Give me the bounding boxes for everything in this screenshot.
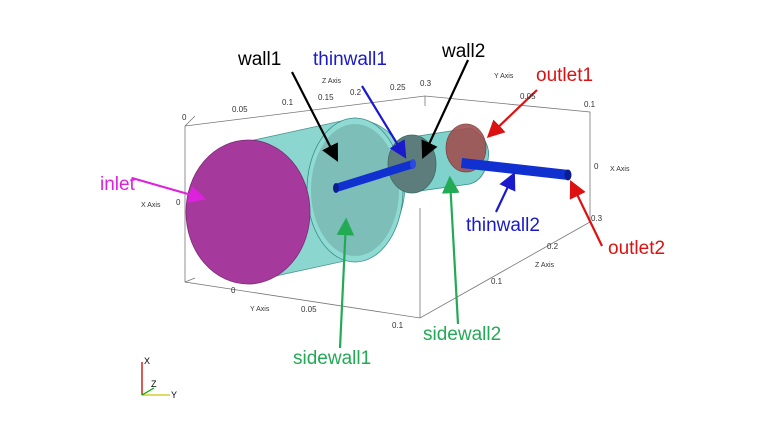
thinwall2-arrow [495, 172, 516, 213]
z-tick-right-1: 0.2 [547, 242, 559, 251]
orientation-triad [141, 362, 170, 396]
outlet2-arrow [569, 180, 603, 247]
z-axis-title-top: Z Axis [322, 78, 342, 85]
sidewall2-arrow [441, 175, 460, 325]
x-tick-right: 0 [594, 162, 599, 171]
triad-y-label: Y [171, 390, 178, 400]
z-tick-right-0: 0.1 [491, 277, 503, 286]
wall2-arrow [421, 59, 469, 159]
y-tick-bottom-0: 0 [231, 286, 236, 295]
z-axis-title-right: Z Axis [535, 262, 555, 269]
label-sidewall1: sidewall1 [293, 348, 372, 369]
z-tick-right-2: 0.3 [591, 214, 603, 223]
triad-z-label: Z [151, 379, 157, 389]
z-tick-0: 0 [182, 113, 187, 122]
z-tick-3: 0.15 [318, 93, 334, 102]
x-axis-title-left: X Axis [141, 202, 161, 209]
label-wall1: wall1 [238, 49, 282, 70]
label-thinwall2: thinwall2 [466, 215, 540, 236]
y-tick-top-1: 0.1 [584, 100, 596, 109]
leader-arrows [131, 59, 603, 349]
sidewall1-arrow [336, 217, 355, 349]
y-tick-bottom-1: 0.05 [301, 305, 317, 314]
label-wall2: wall2 [442, 41, 486, 62]
label-sidewall2: sidewall2 [423, 324, 502, 345]
x-tick-left: 0 [176, 198, 181, 207]
label-outlet1: outlet1 [536, 65, 594, 86]
label-outlet2: outlet2 [608, 238, 666, 259]
thinwall1-arrow [361, 85, 407, 159]
z-tick-1: 0.05 [232, 105, 248, 114]
thin-tubes [333, 158, 572, 193]
z-tick-5: 0.25 [390, 83, 406, 92]
triad-x-label: X [144, 356, 151, 366]
z-tick-4: 0.2 [350, 88, 362, 97]
y-axis-title-bottom: Y Axis [250, 306, 270, 313]
y-axis-title-top: Y Axis [494, 73, 514, 80]
inlet-face [185, 139, 311, 285]
outlet1-arrow [486, 89, 538, 139]
small-cylinder [387, 123, 489, 194]
label-thinwall1: thinwall1 [313, 49, 387, 70]
inlet-arrow [131, 176, 207, 203]
x-axis-title-right: X Axis [610, 166, 630, 173]
y-tick-top-0: 0.05 [520, 92, 536, 101]
label-inlet: inlet [100, 174, 135, 195]
z-tick-2: 0.1 [282, 98, 294, 107]
wall1-arrow [291, 71, 339, 162]
z-tick-6: 0.3 [420, 79, 432, 88]
y-tick-bottom-2: 0.1 [392, 321, 404, 330]
